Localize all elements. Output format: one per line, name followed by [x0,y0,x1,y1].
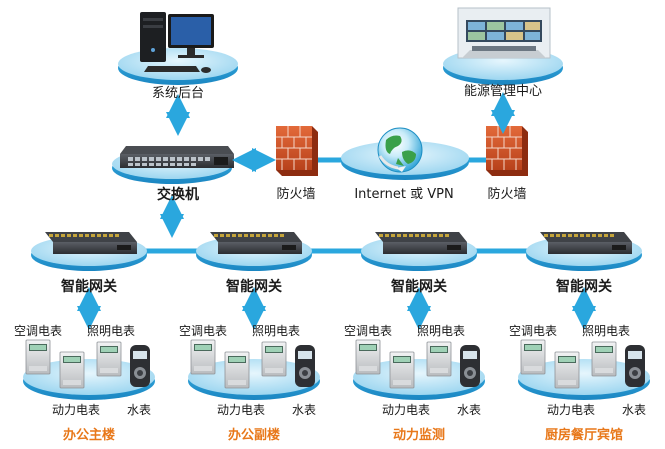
gateway-label-3: 智能网关 [391,279,447,295]
ac-meter-icon [355,339,381,375]
gateway-layer [23,232,650,400]
meter-platform-2 [188,339,320,400]
site-label-2: 办公副楼 [227,428,281,443]
gateway-device-icon [540,232,632,254]
gateway-device-icon [45,232,137,254]
ac-meter-label-1: 空调电表 [13,324,63,338]
power-meter-label-1: 动力电表 [51,403,101,417]
gateway-label-2: 智能网关 [226,279,282,295]
ac-meter-icon [520,339,546,375]
gateway-label-1: 智能网关 [61,279,117,295]
water-meter-icon [625,345,645,387]
light-meter-label-1: 照明电表 [86,324,136,338]
light-meter-icon [591,341,617,377]
meter-platform-1 [23,339,155,400]
light-meter-icon [261,341,287,377]
site-label-4: 厨房餐厅宾馆 [544,428,624,443]
ac-meter-label-3: 空调电表 [343,324,393,338]
backend-label: 系统后台 [151,86,205,101]
power-meter-icon [389,351,415,389]
ac-meter-icon [190,339,216,375]
backend-platform [118,12,238,85]
water-meter-icon [130,345,150,387]
light-meter-icon [426,341,452,377]
power-meter-label-3: 动力电表 [381,403,431,417]
site-label-1: 办公主楼 [62,428,116,443]
gateway-platform-3 [361,232,477,271]
switch-platform [112,146,234,184]
switch-device-icon [120,146,234,168]
water-meter-label-1: 水表 [126,403,152,417]
globe-icon [377,127,423,173]
light-meter-label-2: 照明电表 [251,324,301,338]
water-meter-label-3: 水表 [456,403,482,417]
ac-meter-label-4: 空调电表 [508,324,558,338]
energy-center-platform [443,7,563,85]
ac-meter-icon [25,339,51,375]
light-meter-label-4: 照明电表 [581,324,631,338]
meter-platform-3 [353,339,485,400]
gateway-device-icon [375,232,467,254]
gateway-device-icon [210,232,302,254]
meter-platform-4 [518,339,650,400]
internet-platform [341,127,469,180]
water-meter-icon [460,345,480,387]
water-meter-icon [295,345,315,387]
energy-center-label: 能源管理中心 [463,84,543,99]
light-meter-icon [96,341,122,377]
gateway-label-4: 智能网关 [556,279,612,295]
gateway-platform-1 [31,232,147,271]
water-meter-label-2: 水表 [291,403,317,417]
switch-label: 交换机 [157,187,199,203]
gateway-platform-4 [526,232,642,271]
light-meter-label-3: 照明电表 [416,324,466,338]
water-meter-label-4: 水表 [621,403,647,417]
power-meter-label-4: 动力电表 [546,403,596,417]
firewall-right-icon [486,126,528,176]
internet-label: Internet 或 VPN [354,187,454,202]
ac-meter-label-2: 空调电表 [178,324,228,338]
control-room-icon [457,7,551,59]
connection-arrows [160,92,515,238]
power-meter-label-2: 动力电表 [216,403,266,417]
gateway-platform-2 [196,232,312,271]
firewall-left-icon [276,126,318,176]
power-meter-icon [224,351,250,389]
computer-icon [140,12,214,73]
firewall-left-label: 防火墙 [276,187,316,202]
firewall-right-label: 防火墙 [487,187,527,202]
power-meter-icon [59,351,85,389]
power-meter-icon [554,351,580,389]
site-label-3: 动力监测 [392,428,446,443]
